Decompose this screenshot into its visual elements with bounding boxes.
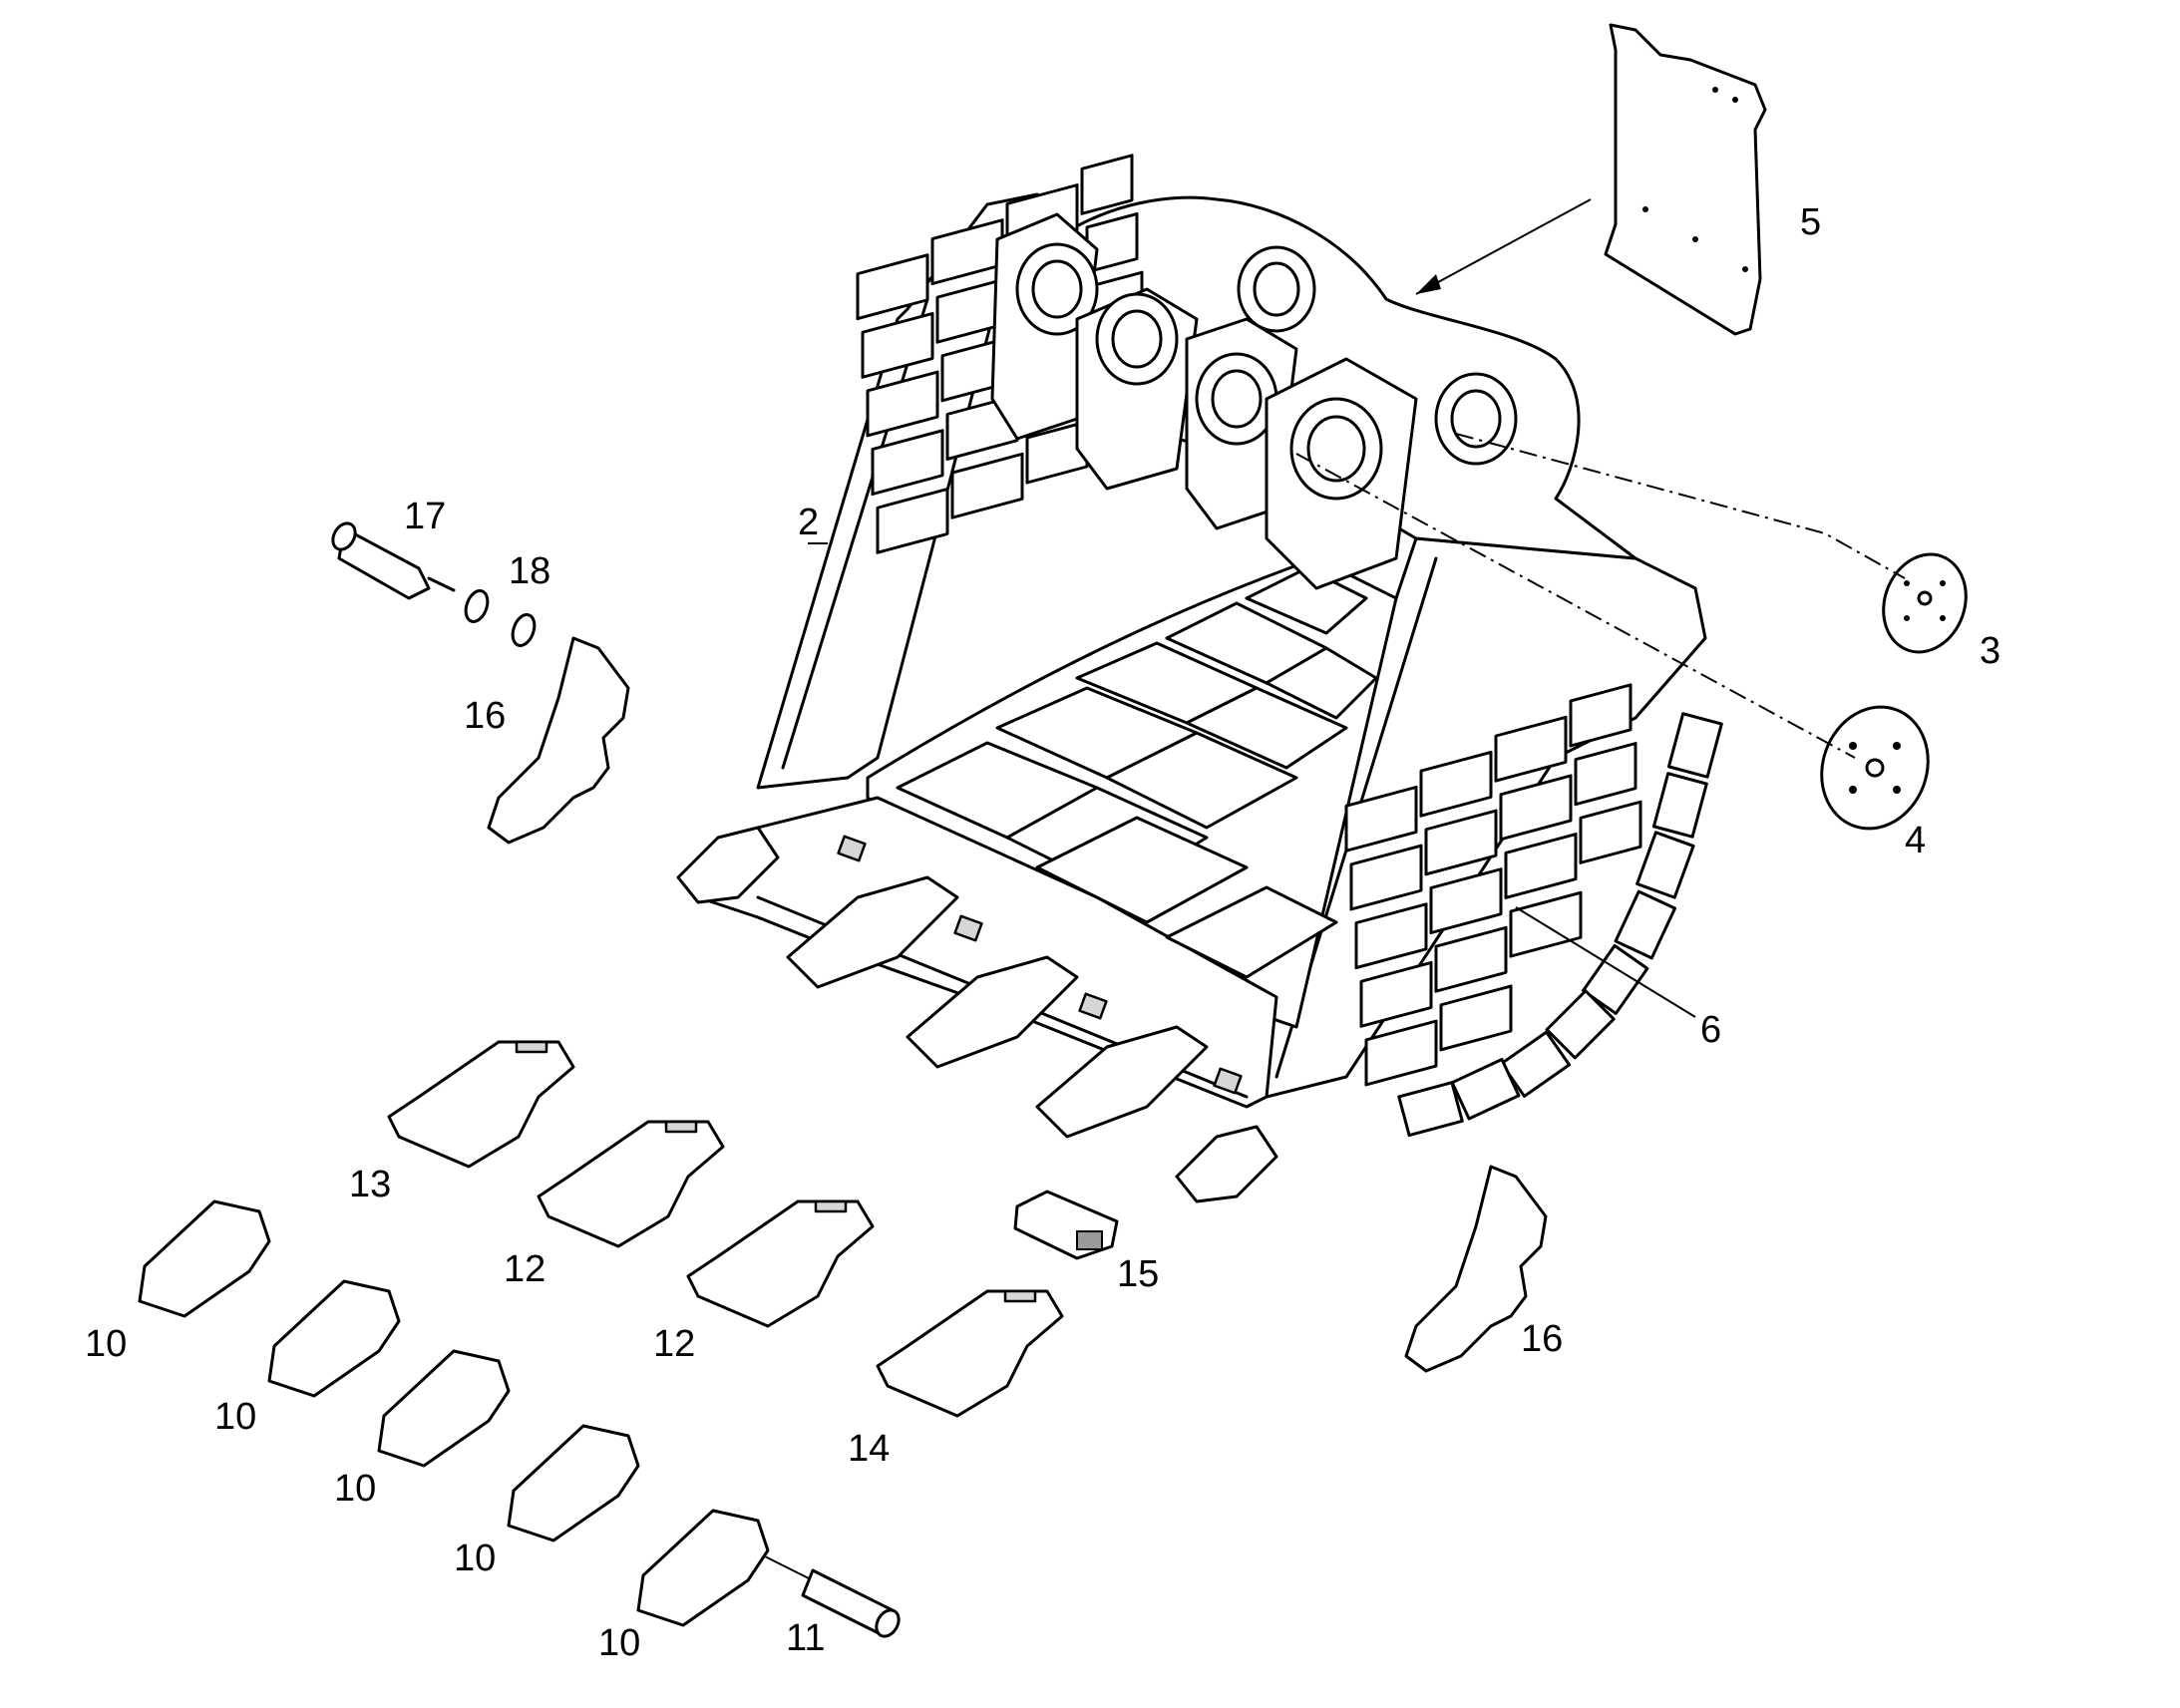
cover-plate — [1604, 23, 1767, 336]
tooth-10d — [507, 1424, 640, 1542]
tooth-10a — [138, 1199, 271, 1318]
bucket-body — [676, 154, 1723, 1203]
adapter-13 — [387, 1040, 575, 1169]
callout-2: 2 — [798, 502, 819, 543]
pin-17 — [331, 521, 456, 600]
callout-4: 4 — [1905, 820, 1926, 861]
centerline-disc-3 — [1455, 433, 1906, 579]
centerline-disc-4 — [1295, 453, 1856, 759]
callout-10a: 10 — [85, 1323, 127, 1365]
callout-10e: 10 — [598, 1622, 640, 1664]
callout-12a: 12 — [504, 1248, 545, 1290]
adapter-12a — [537, 1120, 725, 1248]
adapter-12b — [686, 1199, 875, 1328]
callout-6: 6 — [1700, 1009, 1721, 1051]
callout-10d: 10 — [454, 1537, 496, 1579]
right-wear-blocks — [1344, 683, 1642, 1087]
callout-10b: 10 — [214, 1396, 256, 1438]
callout-16b: 16 — [1521, 1318, 1563, 1360]
heel-wear-blocks — [1397, 712, 1723, 1138]
callout-3: 3 — [1980, 630, 2000, 672]
callout-16a: 16 — [464, 695, 506, 737]
callout-13: 13 — [349, 1164, 391, 1205]
pin-11 — [762, 1554, 901, 1638]
side-protector-right — [1404, 1165, 1548, 1373]
side-protector-left — [487, 636, 630, 845]
callout-14: 14 — [848, 1428, 890, 1470]
callout-5: 5 — [1800, 201, 1821, 243]
disc-4 — [1820, 705, 1930, 831]
callout-17: 17 — [404, 496, 446, 537]
lock-15 — [1013, 1190, 1119, 1260]
disc-3 — [1882, 552, 1968, 654]
callout-12b: 12 — [653, 1323, 695, 1365]
ring-18 — [464, 589, 537, 647]
tooth-10b — [267, 1279, 401, 1398]
leader-lines — [808, 198, 1696, 1018]
callout-11: 11 — [786, 1617, 825, 1659]
tooth-10c — [377, 1349, 511, 1468]
tooth-10e — [636, 1509, 770, 1627]
callout-labels: 2 3 4 5 6 10 10 10 10 10 11 12 12 13 14 … — [85, 201, 2000, 1664]
callout-18: 18 — [509, 550, 550, 592]
callout-15: 15 — [1117, 1253, 1159, 1295]
adapter-14 — [876, 1289, 1064, 1418]
hitch-bosses — [990, 212, 1518, 590]
callout-10c: 10 — [334, 1468, 376, 1510]
tooth-adapters — [676, 826, 1278, 1203]
